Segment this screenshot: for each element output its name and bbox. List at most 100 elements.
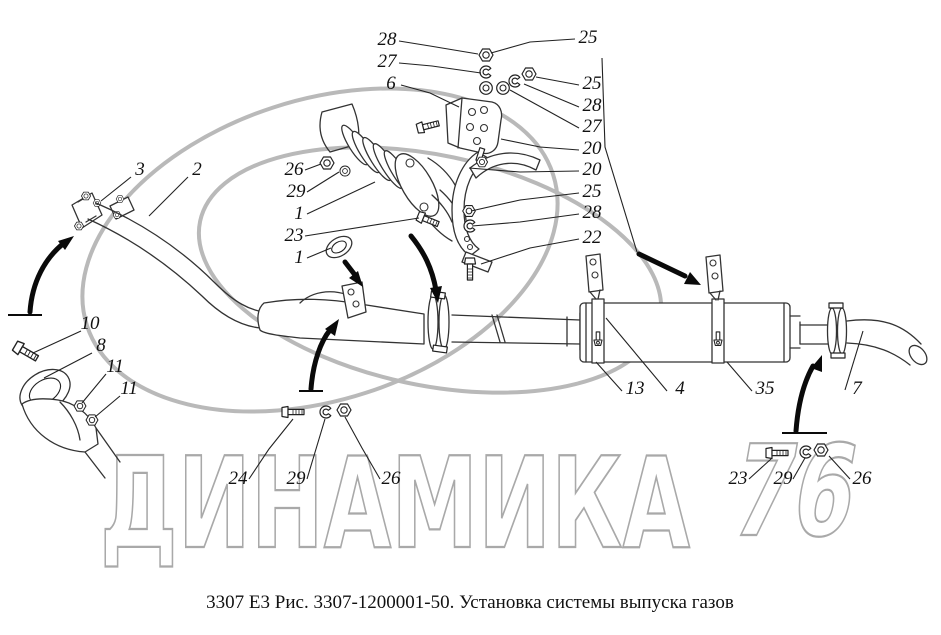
callout-1: 1 [294,247,332,268]
callout-number: 7 [852,378,863,399]
callout-number: 11 [120,378,138,399]
callout-number: 8 [96,335,106,356]
callout-leader-line [470,192,580,212]
callout-leader-line [535,76,580,86]
callout-number: 25 [583,181,602,202]
callout-28: 28 [378,29,479,55]
callout-25: 25 [535,73,602,94]
muffler [579,253,829,364]
callout-leader-line [490,38,576,54]
callout-22: 22 [480,227,603,265]
muffler-clamp-left [591,298,605,364]
callout-number: 25 [579,27,598,48]
callout-3: 3 [100,159,145,202]
direction-arrow-front-flange [8,236,74,316]
callout-27: 27 [509,89,604,137]
callout-7: 7 [844,330,864,399]
front-pipe-clamp [109,195,135,220]
callout-leader-line [468,167,580,173]
direction-arrow-tail-flange [782,355,827,434]
callout-24: 24 [229,418,294,489]
callout-number: 28 [378,29,398,50]
callout-leader-line [509,89,580,129]
callout-leader-line [398,40,479,55]
callout-6: 6 [386,73,460,108]
callout-leader-line [595,361,623,392]
callout-number: 11 [106,356,124,377]
callout-leader-line [398,62,482,74]
callout-leader-line [100,176,132,202]
pipe-hanger-bracket [341,281,367,319]
callout-23: 23 [285,217,420,246]
callout-number: 4 [675,378,685,399]
mount-bracket [415,97,503,155]
callout-20: 20 [468,159,603,180]
callout-11: 11 [94,378,138,418]
callout-35: 35 [726,361,775,399]
callout-number: 24 [229,468,249,489]
muffler-hanger-right [705,254,724,301]
callout-number: 25 [583,73,602,94]
callout-number: 1 [294,203,304,224]
callout-11: 11 [81,356,124,404]
callout-25: 25 [470,181,602,212]
callout-number: 20 [583,159,603,180]
callout-number: 23 [729,468,748,489]
callout-27: 27 [378,51,482,74]
callout-leader-line [306,247,332,259]
callout-leader-line [43,352,93,379]
callout-leader-line [304,163,322,171]
direction-arrow-hanger [601,57,701,285]
callout-leader-line [500,138,580,151]
callout-number: 27 [378,51,399,72]
watermark-suffix: 76 [723,418,869,565]
callout-number: 3 [134,159,145,180]
callout-number: 13 [626,378,645,399]
callout-13: 13 [595,361,645,399]
exhaust-coupling [11,339,121,479]
callout-number: 27 [583,116,604,137]
watermark: ДИНАМИКА 76 [99,417,870,578]
callout-29: 29 [774,457,806,489]
callout-number: 35 [755,378,775,399]
muffler-hanger-left [585,253,604,300]
watermark-main: ДИНАМИКА [100,430,690,577]
callout-20: 20 [500,138,602,159]
callout-29: 29 [287,171,340,202]
callout-leader-line [94,395,121,418]
callout-10: 10 [32,313,101,354]
callout-leader-line [844,330,864,391]
callout-26: 26 [285,159,322,180]
callout-leader-line [148,176,189,217]
callout-28: 28 [471,202,603,227]
callout-28: 28 [523,83,602,116]
callout-leader-line [523,83,580,108]
direction-arrow-joint [408,233,442,303]
muffler-clamp-right [711,298,725,364]
callout-leader-line [828,455,851,480]
gasket-ring [325,235,353,259]
callout-1: 1 [294,181,376,224]
callout-8: 8 [43,335,106,379]
callout-number: 6 [386,73,396,94]
callout-26: 26 [344,416,401,489]
direction-arrow-gasket [342,259,363,287]
callout-number: 10 [81,313,101,334]
fastener-cluster-left [319,156,351,177]
front-pipe [87,202,425,345]
callout-number: 23 [285,225,304,246]
callout-leader-line [306,418,326,480]
callout-leader-line [400,84,460,108]
callout-number: 29 [287,181,307,202]
pipe-flange-joint [427,290,450,354]
fastener-cluster-top [478,48,537,95]
callout-4: 4 [605,317,685,399]
callout-number: 28 [583,202,603,223]
callout-leader-line [248,418,294,480]
callout-number: 2 [192,159,202,180]
callout-26: 26 [828,455,872,489]
callout-number: 22 [583,227,603,248]
